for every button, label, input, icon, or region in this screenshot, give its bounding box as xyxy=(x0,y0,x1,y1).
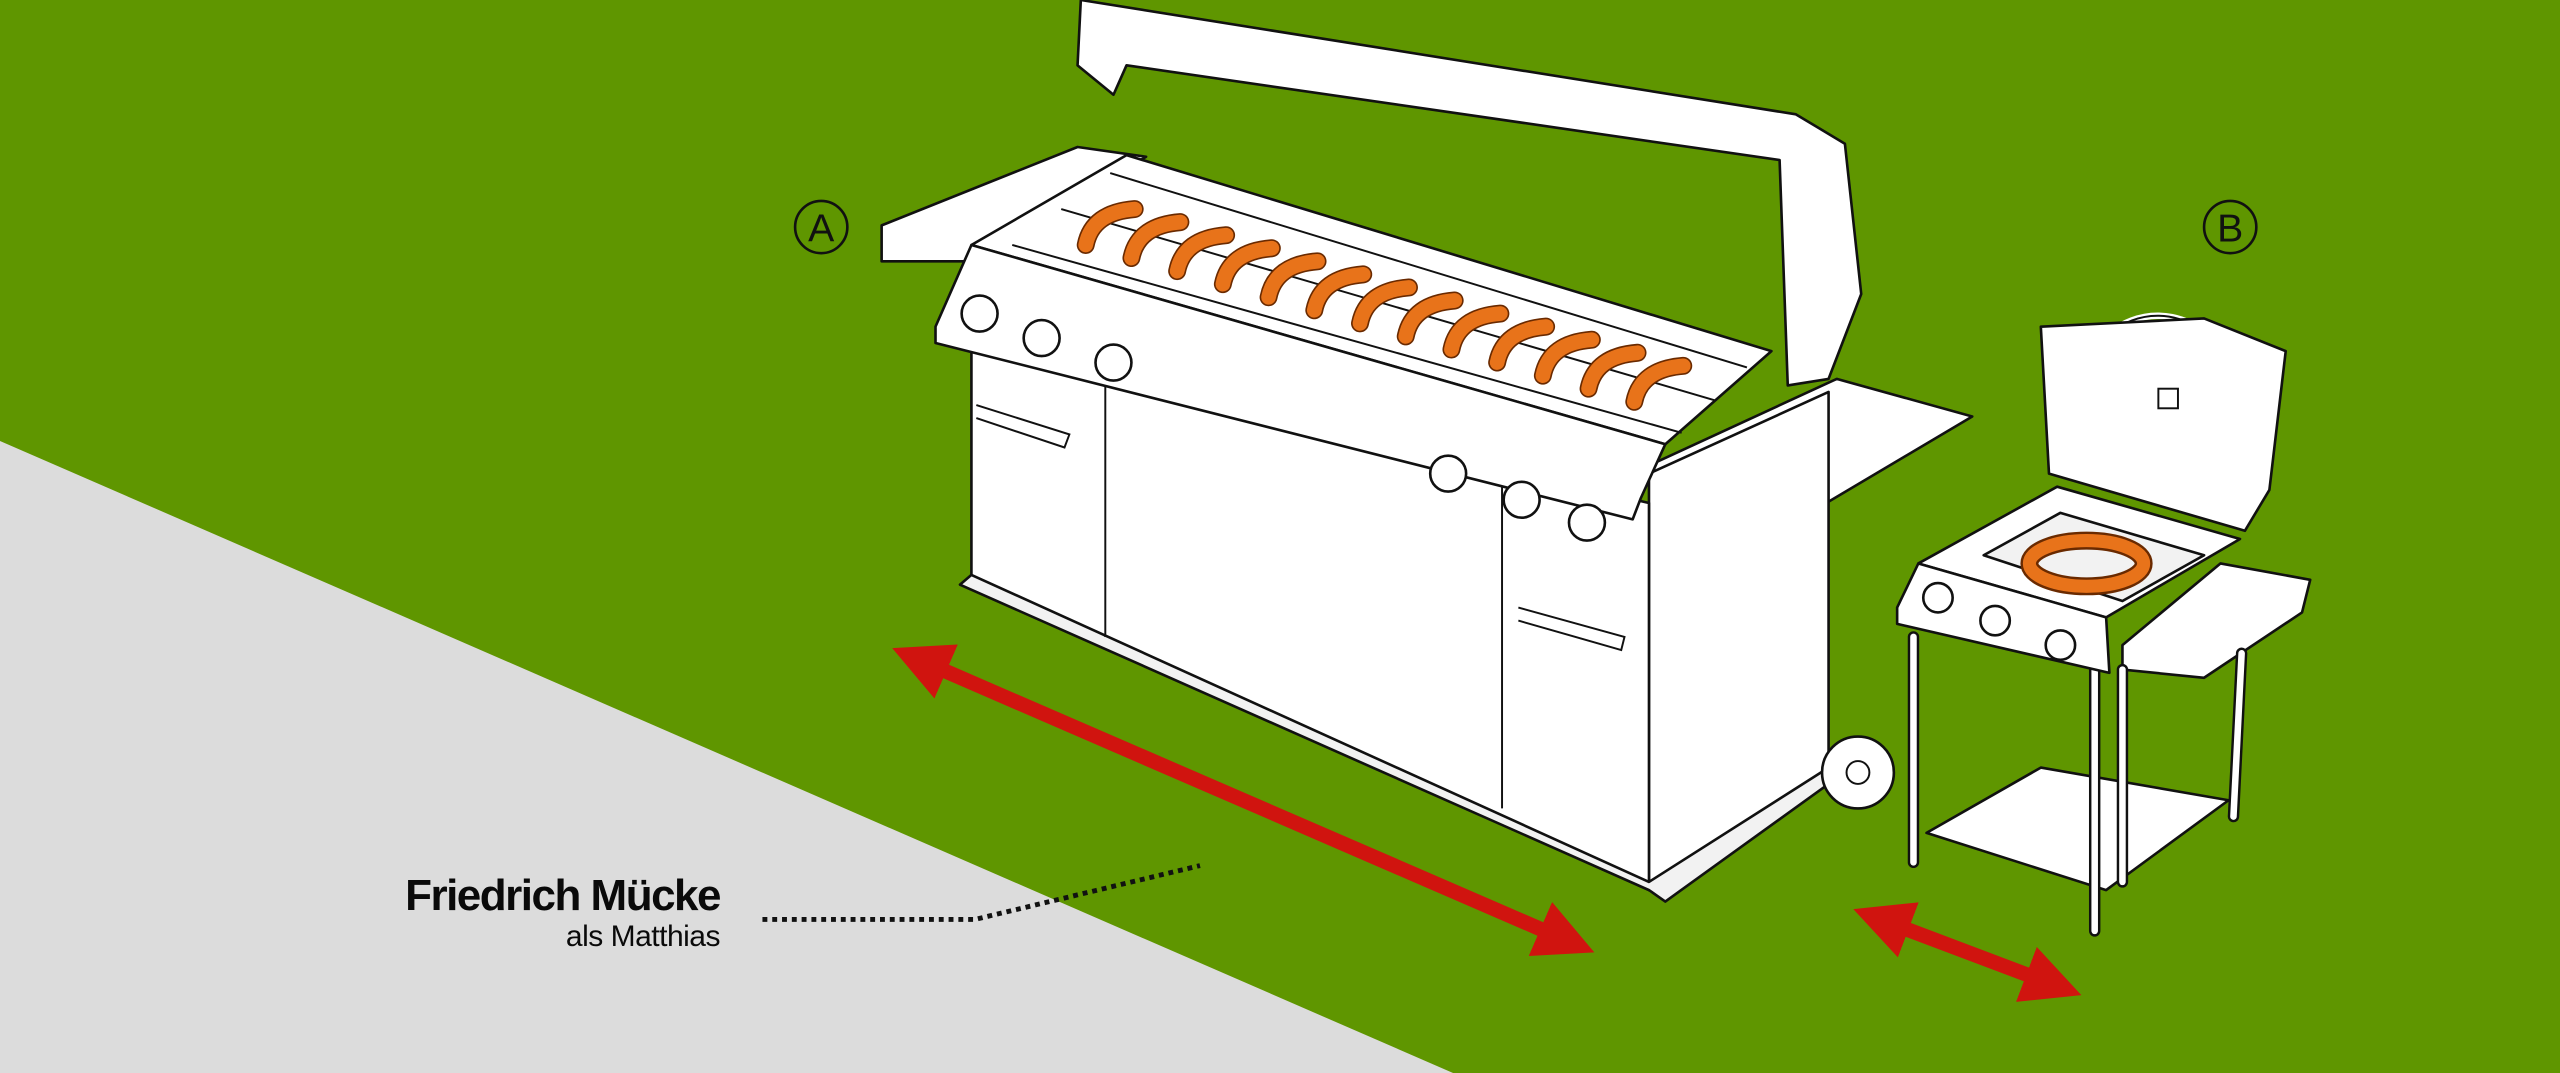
label-a: A xyxy=(793,199,849,255)
knob-icon[interactable] xyxy=(1567,503,1607,542)
width-arrow-a xyxy=(892,644,1595,957)
knob-icon[interactable] xyxy=(1022,318,1061,358)
sausage xyxy=(1444,306,1508,357)
knob-icon[interactable] xyxy=(1502,480,1541,520)
label-a-text: A xyxy=(808,208,835,251)
sausage xyxy=(1078,201,1143,253)
large-grill-a xyxy=(880,0,1974,903)
width-arrow-b xyxy=(1853,902,2082,1002)
knob-icon[interactable] xyxy=(1979,604,2012,637)
sausage xyxy=(1626,358,1691,410)
sausage xyxy=(1261,253,1325,305)
knob-icon[interactable] xyxy=(1428,454,1468,493)
sausage xyxy=(1306,267,1371,318)
knob-icon[interactable] xyxy=(2044,629,2077,662)
sausage xyxy=(1398,293,1463,344)
caption: Friedrich Mücke als Matthias xyxy=(405,871,721,954)
sausage xyxy=(1535,332,1600,383)
small-grill-b xyxy=(1895,312,2312,937)
caption-name: Friedrich Mücke xyxy=(405,871,721,920)
sausage xyxy=(1581,345,1645,397)
sausage xyxy=(1169,227,1234,279)
label-b-text: B xyxy=(2217,208,2243,251)
knob-icon[interactable] xyxy=(1094,343,1133,382)
caption-role: als Matthias xyxy=(565,920,721,953)
caption-leader-line xyxy=(762,863,1201,922)
knob-icon[interactable] xyxy=(960,294,999,333)
label-b: B xyxy=(2202,199,2258,255)
knob-icon[interactable] xyxy=(1921,581,1954,614)
sausage xyxy=(1352,280,1417,331)
sausage xyxy=(1215,240,1280,292)
wheel-icon xyxy=(1820,735,1896,810)
sausage xyxy=(1489,319,1554,370)
sausage xyxy=(1124,214,1188,266)
sausages xyxy=(1076,200,1693,411)
sausage-ring xyxy=(2022,534,2151,593)
